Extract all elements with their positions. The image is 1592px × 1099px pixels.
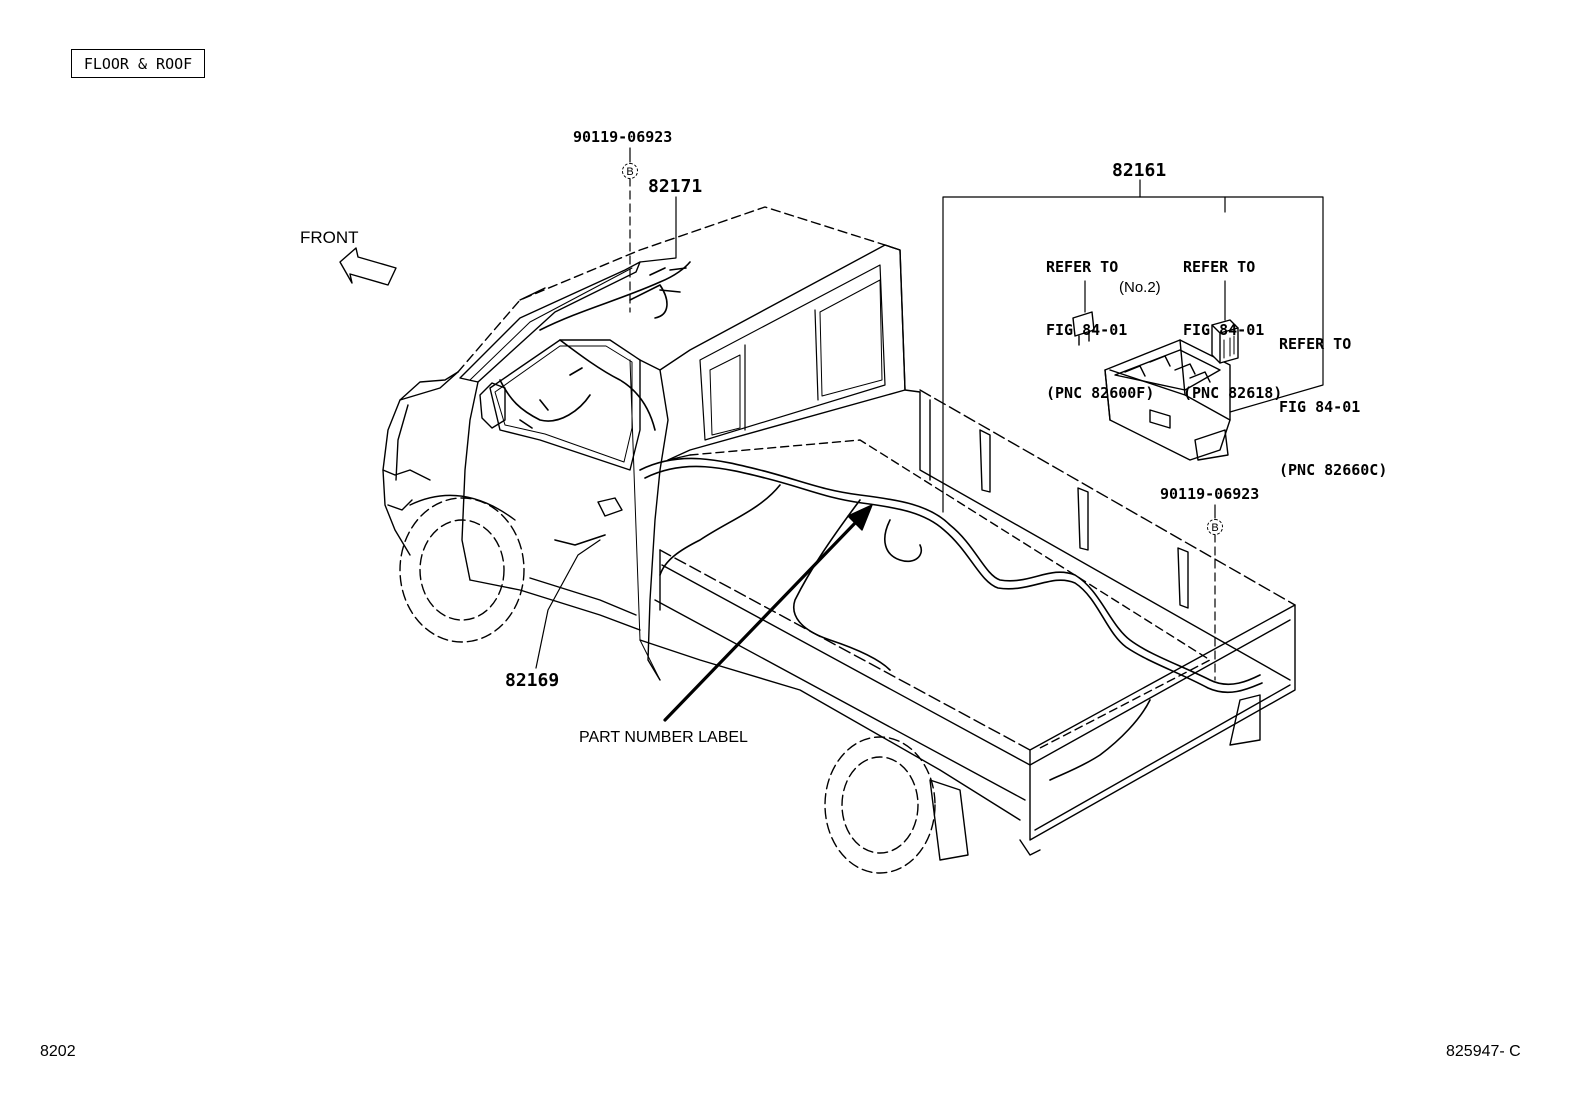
cab-outline xyxy=(382,206,906,681)
reference-junction-line3: (PNC 82660C) xyxy=(1279,461,1388,479)
front-wheel xyxy=(399,494,525,643)
reference-fuse-line1: REFER TO xyxy=(1046,258,1119,276)
roof-wire-part-number[interactable]: 82171 xyxy=(648,176,703,197)
junction-block xyxy=(1104,339,1231,461)
floor-wire-part-number[interactable]: 82161 xyxy=(1112,160,1167,181)
front-direction-label: FRONT xyxy=(300,228,359,247)
part-number-label-arrow xyxy=(663,504,873,722)
footer-page-code: 8202 xyxy=(40,1043,76,1060)
reference-junction-line2: FIG 84-01 xyxy=(1279,398,1361,416)
fuse-icon xyxy=(1072,311,1095,346)
reference-fuse-line3: (PNC 82600F) xyxy=(1046,384,1155,402)
mud-flap xyxy=(929,779,969,861)
reference-junction-line1: REFER TO xyxy=(1279,335,1352,353)
rear-wheel xyxy=(824,736,936,874)
roof-wire-harness xyxy=(539,261,691,431)
reference-fuse[interactable]: REFER TO FIG 84-01 (PNC 82600F) xyxy=(1046,215,1154,425)
door-wire-part-number[interactable]: 82169 xyxy=(505,670,560,691)
clip-marker-rear: B xyxy=(1207,519,1223,535)
reference-fuse-note: (No.2) xyxy=(1119,279,1161,296)
clip-marker-top: B xyxy=(622,163,638,179)
relay-icon xyxy=(1211,319,1239,364)
reference-relay-line3: (PNC 82618) xyxy=(1183,384,1283,402)
leader-lines xyxy=(535,147,1324,681)
part-number-label-callout: PART NUMBER LABEL xyxy=(579,729,748,746)
reference-fuse-line2: FIG 84-01 xyxy=(1046,321,1128,339)
floor-wire-harness xyxy=(639,457,1263,781)
reference-relay-line1: REFER TO xyxy=(1183,258,1256,276)
door-wire-harness xyxy=(499,367,606,546)
cargo-bed xyxy=(639,244,1296,856)
reference-junction-block[interactable]: REFER TO FIG 84-01 (PNC 82660C) xyxy=(1279,292,1387,502)
front-arrow-icon xyxy=(339,247,397,286)
clip-part-number-top[interactable]: 90119-06923 xyxy=(573,128,673,146)
reference-relay[interactable]: REFER TO FIG 84-01 (PNC 82618) xyxy=(1183,215,1282,425)
page-title: FLOOR & ROOF xyxy=(71,49,205,78)
footer-illustration-code: 825947- C xyxy=(1446,1043,1521,1060)
reference-relay-line2: FIG 84-01 xyxy=(1183,321,1265,339)
clip-part-number-rear[interactable]: 90119-06923 xyxy=(1160,485,1260,503)
